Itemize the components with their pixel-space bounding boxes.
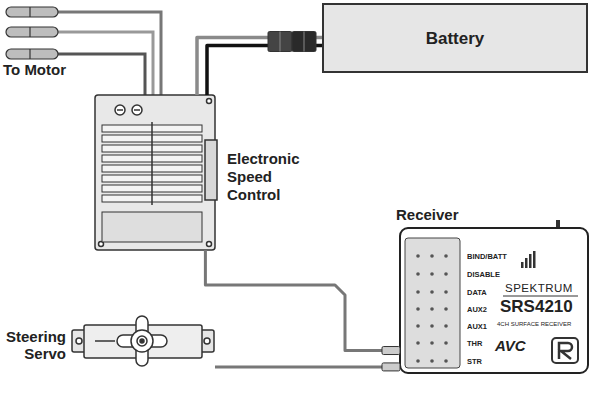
pin-label: AUX1 bbox=[467, 323, 487, 331]
pin-label: DISABLE bbox=[467, 271, 500, 279]
node-heading: Electronic Speed Control bbox=[227, 150, 311, 204]
cable-connector bbox=[197, 32, 322, 96]
node-heading: Battery bbox=[426, 30, 485, 47]
dsmr-logo bbox=[552, 338, 578, 363]
motor-bullets bbox=[6, 7, 58, 59]
plug-detail bbox=[280, 32, 281, 52]
cable-connector bbox=[205, 250, 400, 355]
receiver-body bbox=[400, 220, 588, 373]
cable bbox=[205, 250, 400, 351]
pin-label: THR bbox=[467, 340, 482, 348]
servo-unit: Steering Servo bbox=[72, 318, 215, 372]
pin-label: BIND/BATT bbox=[467, 253, 507, 261]
motor-wires bbox=[58, 12, 161, 95]
speed-control-unit: Electronic Speed Control bbox=[95, 95, 215, 250]
cable bbox=[215, 365, 400, 368]
plug bbox=[268, 32, 292, 52]
plug-detail bbox=[304, 32, 305, 52]
servo-body bbox=[72, 316, 214, 366]
brand-name: SPEKTRUM bbox=[505, 282, 573, 295]
node-heading: Steering Servo bbox=[2, 328, 66, 362]
node-heading: Receiver bbox=[396, 206, 459, 223]
plug bbox=[382, 363, 400, 371]
battery-box: Battery bbox=[322, 3, 588, 73]
signal-bars bbox=[521, 251, 536, 268]
cable-connector bbox=[215, 363, 400, 371]
model-description: 4CH SURFACE RECEIVER bbox=[497, 321, 571, 328]
pin-label: STR bbox=[467, 358, 482, 366]
esc-body bbox=[95, 95, 217, 250]
plug bbox=[292, 32, 316, 52]
feature-logo: AVC bbox=[495, 338, 526, 355]
pin-label: DATA bbox=[467, 289, 487, 297]
model-name: SRS4210 bbox=[500, 298, 573, 317]
motor-label: To Motor bbox=[3, 62, 66, 79]
cable bbox=[207, 46, 322, 96]
pin-label: AUX2 bbox=[467, 306, 487, 314]
plug bbox=[382, 347, 400, 355]
